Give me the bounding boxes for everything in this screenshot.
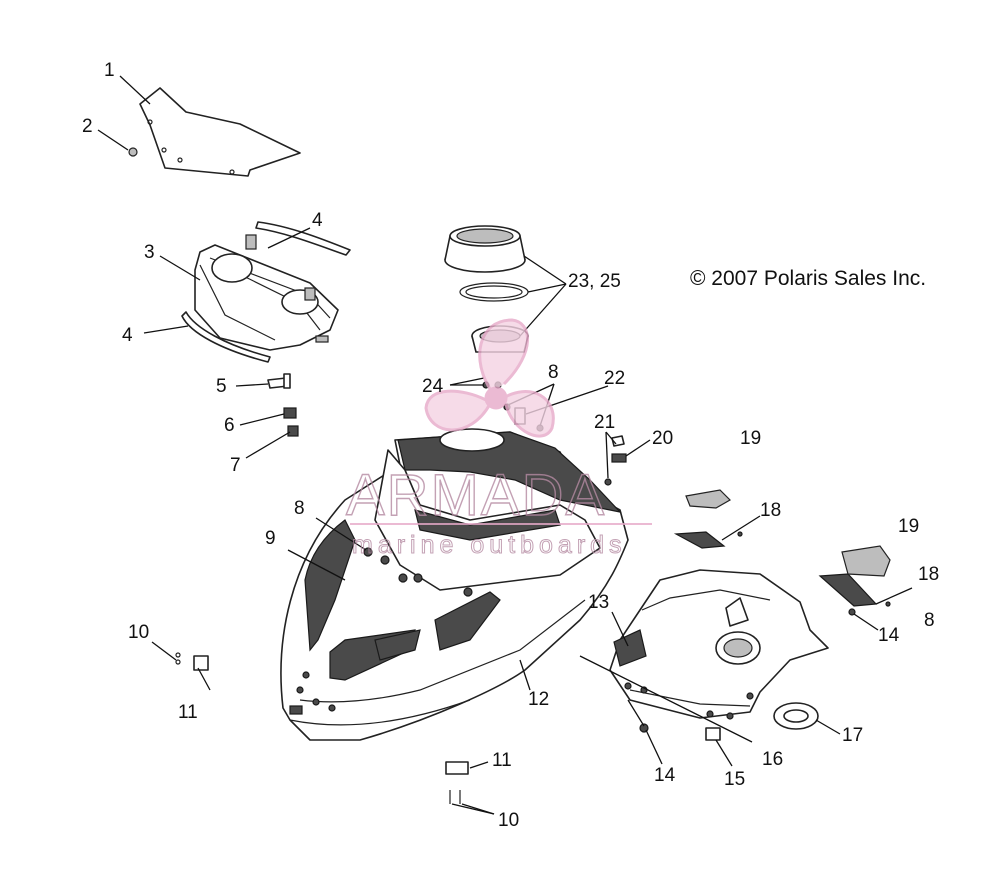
callout-5: 5 (216, 376, 227, 397)
callout-11-bottom: 11 (492, 750, 512, 771)
callout-18-lower: 18 (918, 564, 939, 585)
screw-part (128, 147, 138, 157)
gasket-ring-part (459, 282, 529, 302)
bracket-upper-part (673, 531, 743, 549)
callout-7: 7 (230, 455, 241, 476)
callout-4-lower: 4 (122, 325, 133, 346)
callout-15: 15 (724, 769, 745, 790)
callout-9: 9 (265, 528, 276, 549)
callout-6: 6 (224, 415, 235, 436)
callout-4-upper: 4 (312, 210, 323, 231)
clip-left-part (175, 652, 209, 671)
callout-19-lower: 19 (898, 516, 919, 537)
copyright-notice: © 2007 Polaris Sales Inc. (690, 267, 926, 290)
callout-14-bottom: 14 (654, 765, 676, 786)
bracket-lower-part (818, 573, 891, 607)
belly-pan-part (609, 569, 829, 720)
watermark: ARMADA marine outboards (345, 318, 652, 560)
callout-21: 21 (594, 412, 615, 433)
windshield-part (139, 87, 301, 177)
spring-part (283, 407, 297, 419)
grommet-part (773, 702, 819, 730)
watermark-tagline: marine outboards (352, 531, 627, 559)
callout-12: 12 (528, 689, 549, 710)
propeller-logo (424, 318, 555, 438)
callout-2: 2 (82, 116, 93, 137)
adjuster-pin-part (267, 373, 291, 389)
callout-10-left: 10 (128, 622, 149, 643)
callout-23-25: 23, 25 (568, 271, 621, 292)
callout-24: 24 (422, 376, 444, 397)
leader-lines (97, 75, 913, 815)
callout-10-bottom: 10 (498, 810, 519, 831)
weatherstrip-upper-part (255, 221, 351, 256)
callout-1: 1 (104, 60, 115, 81)
callout-13: 13 (588, 592, 609, 613)
weatherstrip-lower-part (181, 311, 271, 363)
fastener-20-part (611, 453, 627, 463)
callout-3: 3 (144, 242, 155, 263)
hood-part (280, 428, 629, 741)
pad-upper-part (685, 489, 731, 509)
clip-bottom-part (445, 761, 469, 804)
callout-16: 16 (762, 749, 783, 770)
callout-22: 22 (604, 368, 625, 389)
callout-8-top: 8 (548, 362, 559, 383)
callout-14-right: 14 (878, 625, 900, 646)
callout-labels: 1 2 3 4 4 5 6 7 23, 25 24 8 22 21 20 19 … (82, 60, 939, 831)
callout-20: 20 (652, 428, 673, 449)
gas-cap-part (444, 225, 526, 273)
callout-11-left: 11 (178, 702, 198, 723)
callout-8-right: 8 (924, 610, 935, 631)
callout-18-upper: 18 (760, 500, 781, 521)
callout-8-left: 8 (294, 498, 305, 519)
watermark-brand: ARMADA (346, 463, 606, 528)
pad-lower-part (841, 545, 891, 577)
fastener-15-part (705, 727, 721, 741)
headlight-part (194, 234, 339, 351)
nut-part (287, 425, 299, 437)
callout-17: 17 (842, 725, 863, 746)
callout-19-upper: 19 (740, 428, 761, 449)
